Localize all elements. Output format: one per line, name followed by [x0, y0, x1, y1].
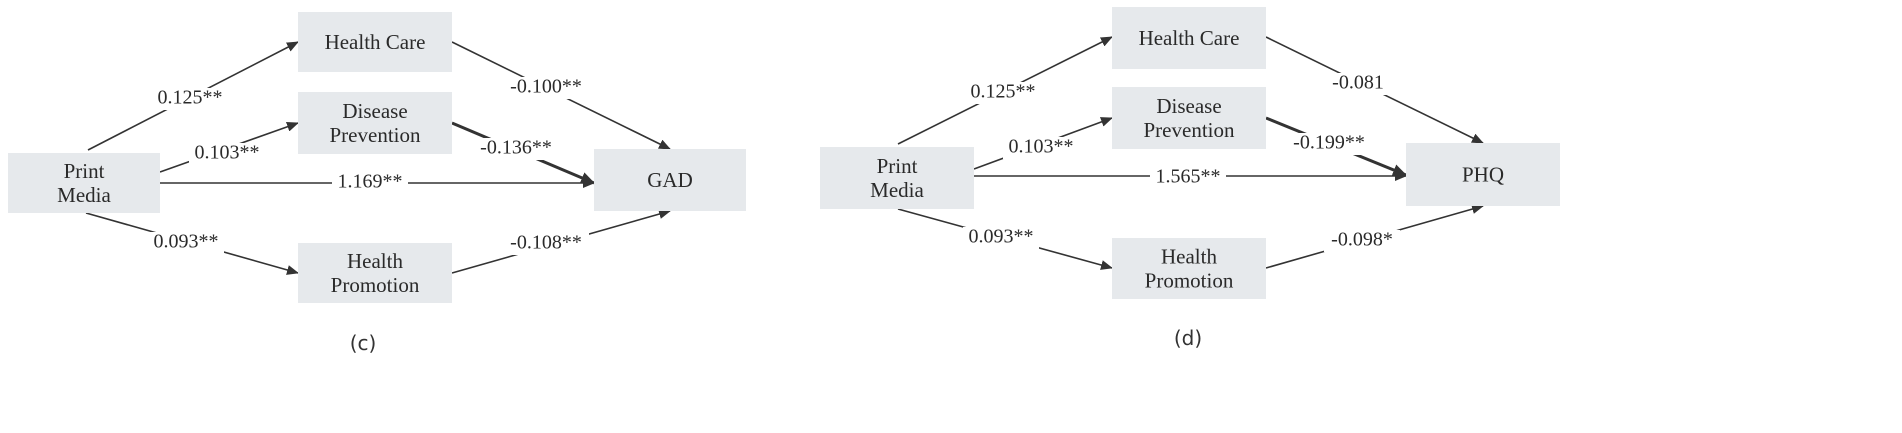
label-background	[473, 138, 559, 160]
node-box	[298, 92, 452, 154]
coefficient-text: 0.093**	[969, 226, 1034, 248]
node-box	[594, 149, 746, 211]
node-box	[1112, 87, 1266, 149]
node-label-line: Disease	[1156, 94, 1221, 118]
node-label-line: Health Care	[325, 30, 426, 54]
label-background	[965, 82, 1041, 104]
node-label-line: PHQ	[1462, 163, 1504, 187]
node-label-line: Media	[57, 183, 111, 207]
label-background	[503, 77, 589, 99]
coef-label-prevention-to-outcome: -0.199**	[1286, 132, 1372, 155]
coefficient-text: 0.103**	[1009, 136, 1074, 158]
node-label-line: Disease	[342, 99, 407, 123]
coefficient-text: -0.108**	[510, 232, 582, 254]
node-outcome: GAD	[594, 149, 746, 211]
coef-label-promotion-to-outcome: -0.098*	[1324, 229, 1400, 252]
node-outcome: PHQ	[1406, 143, 1560, 206]
label-background	[1325, 73, 1391, 95]
coef-label-media-to-promotion: 0.093**	[963, 226, 1039, 249]
coef-label-media-to-prevention: 0.103**	[1003, 136, 1079, 159]
coef-label-media-to-outcome: 1.565**	[1150, 166, 1226, 189]
node-box	[1112, 7, 1266, 69]
coefficient-text: 0.125**	[158, 87, 223, 109]
coefficient-text: 0.103**	[195, 142, 260, 164]
node-box	[820, 147, 974, 209]
node-label-line: Promotion	[1145, 269, 1234, 293]
coefficient-text: 1.169**	[338, 171, 403, 193]
label-background	[152, 88, 228, 110]
node-label-line: Prevention	[1144, 118, 1235, 142]
coefficient-text: 0.093**	[154, 231, 219, 253]
label-background	[189, 143, 265, 165]
label-background	[148, 232, 224, 254]
node-label-line: Media	[870, 178, 924, 202]
node-label-line: Health	[1161, 245, 1217, 269]
label-background	[1003, 137, 1079, 159]
panel-caption: (c)	[350, 331, 377, 355]
label-background	[503, 233, 589, 255]
coef-label-care-to-outcome: -0.081	[1325, 72, 1391, 95]
coef-label-media-to-care: 0.125**	[152, 87, 228, 110]
label-background	[1150, 167, 1226, 189]
coefficient-text: -0.100**	[510, 76, 582, 98]
label-background	[332, 172, 408, 194]
coefficient-text: -0.136**	[480, 137, 552, 159]
coef-label-promotion-to-outcome: -0.108**	[503, 232, 589, 255]
coef-label-prevention-to-outcome: -0.136**	[473, 137, 559, 160]
node-mediator-care: Health Care	[1112, 7, 1266, 69]
node-box	[8, 153, 160, 213]
coefficient-text: 1.565**	[1156, 166, 1221, 188]
node-label-line: Promotion	[331, 273, 420, 297]
node-box	[1112, 238, 1266, 299]
coefficient-text: -0.081	[1332, 72, 1384, 94]
node-label-line: Print	[877, 154, 918, 178]
node-box	[1406, 143, 1560, 206]
label-background	[1286, 133, 1372, 155]
coef-label-media-to-promotion: 0.093**	[148, 231, 224, 254]
coef-label-media-to-prevention: 0.103**	[189, 142, 265, 165]
node-box	[298, 12, 452, 72]
label-background	[1324, 230, 1400, 252]
label-background	[963, 227, 1039, 249]
node-label-line: Health	[347, 249, 403, 273]
coefficient-text: -0.199**	[1293, 132, 1365, 154]
node-mediator-care: Health Care	[298, 12, 452, 72]
coefficient-text: -0.098*	[1331, 229, 1393, 251]
node-label-line: Prevention	[330, 123, 421, 147]
coef-label-media-to-care: 0.125**	[965, 81, 1041, 104]
node-label-line: Print	[64, 159, 105, 183]
node-label-line: Health Care	[1139, 26, 1240, 50]
coef-label-media-to-outcome: 1.169**	[332, 171, 408, 194]
node-label-line: GAD	[647, 168, 693, 192]
node-box	[298, 243, 452, 303]
coef-label-care-to-outcome: -0.100**	[503, 76, 589, 99]
panel-caption: (d)	[1174, 326, 1202, 350]
coefficient-text: 0.125**	[971, 81, 1036, 103]
